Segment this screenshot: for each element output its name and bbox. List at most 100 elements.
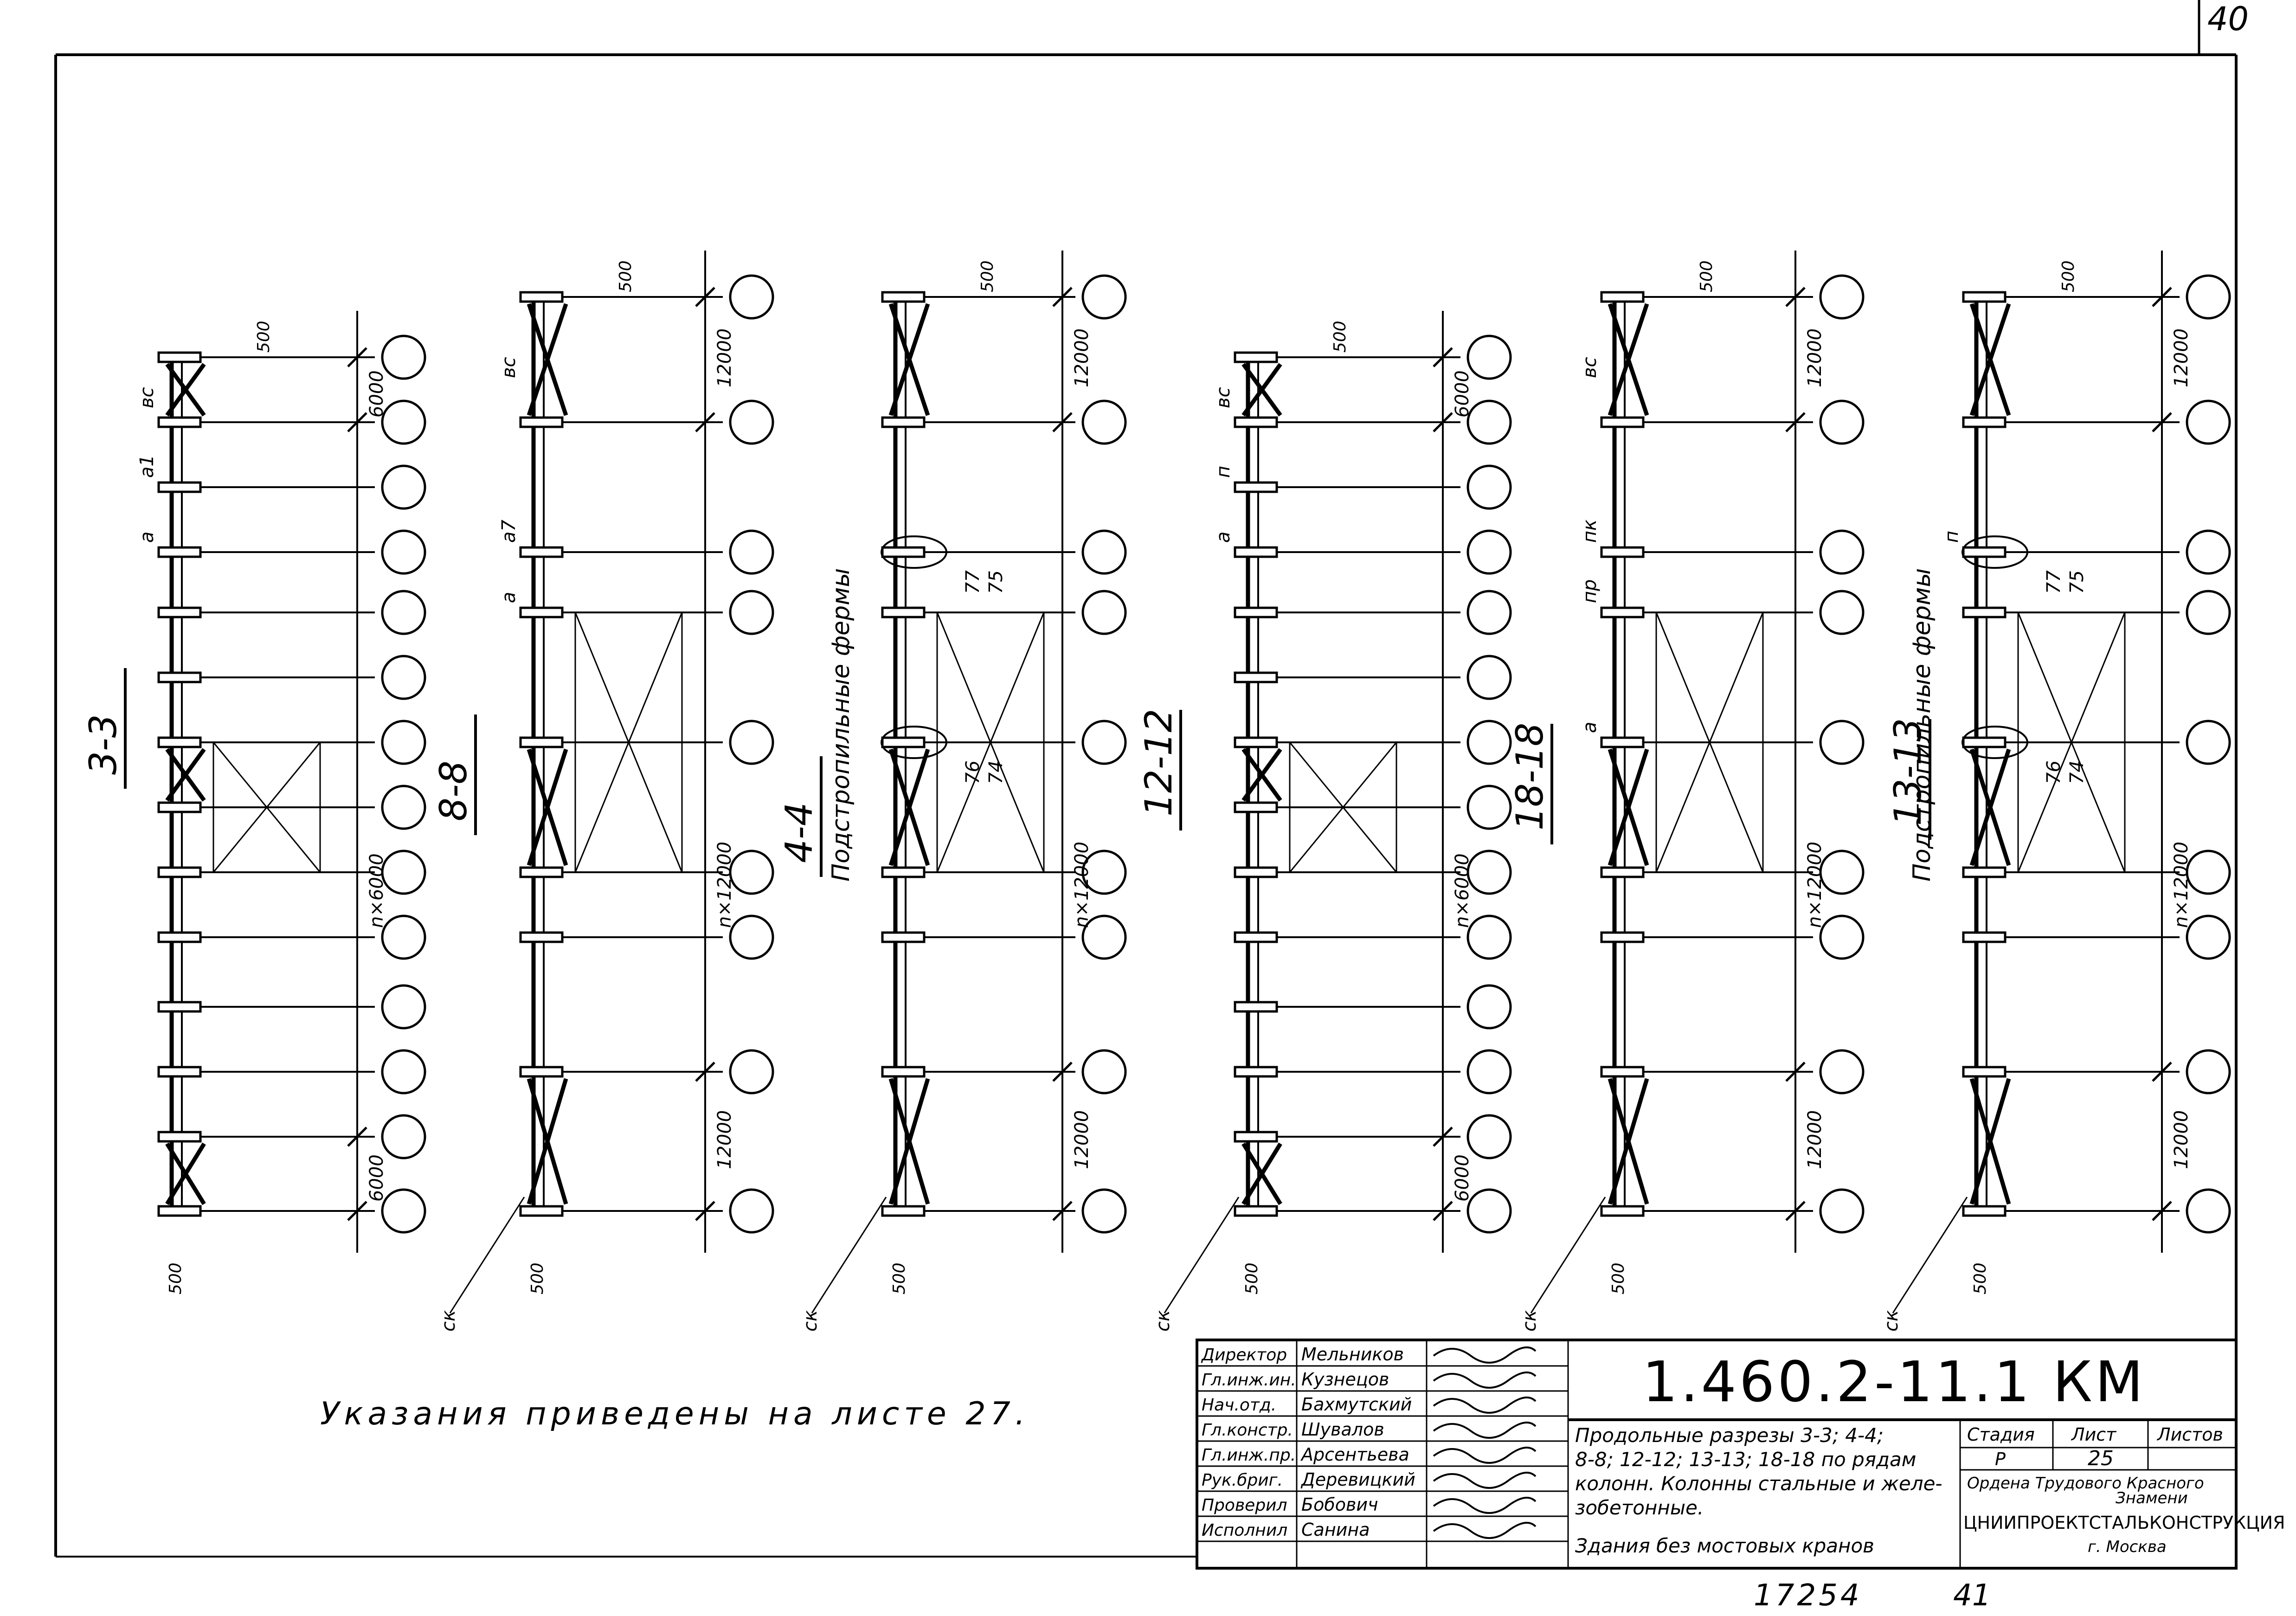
column-bracket [519, 1066, 564, 1078]
dimension-tick [1433, 412, 1453, 432]
axis-circle [1081, 720, 1127, 765]
dimension-tick [1052, 412, 1073, 432]
sheet-number: 25 [2088, 1447, 2114, 1470]
dimension-offset-bottom: 500 [890, 1262, 909, 1294]
section-13-13: 1200012000n×1200050050013-13пскПодстропи… [1881, 251, 2231, 1332]
description-line-5: Здания без мостовых кранов [1575, 1534, 1874, 1557]
description-line-2: 8-8; 12-12; 13-13; 18-18 по рядам [1575, 1448, 1916, 1471]
brace-diagonal [1241, 1142, 1282, 1205]
page-number: 41 [1953, 1578, 1991, 1613]
axis-circle [381, 335, 426, 380]
dimension-tick [2152, 1062, 2172, 1082]
axis-circle [1466, 720, 1512, 765]
column-bracket [157, 931, 202, 943]
truss-callout-ellipse [881, 535, 947, 569]
marker-leader [449, 1197, 525, 1313]
column-bracket [157, 416, 202, 428]
bracing-diagonal [2017, 612, 2126, 873]
column-bracket [519, 866, 564, 878]
section-4-4: 1200012000n×120005005004-4скПодстропильн… [778, 251, 1127, 1332]
axis-circle [1819, 399, 1865, 445]
dimension-end-span-bottom: 6000 [366, 1154, 387, 1202]
column-bracket [1234, 481, 1278, 493]
truss-label: Подстропильные фермы [1908, 568, 1936, 882]
column-bracket [1234, 1205, 1278, 1217]
dimension-offset-top: 500 [1331, 321, 1350, 353]
bracing-diagonal [574, 612, 683, 873]
bracing-panel [1655, 612, 1764, 873]
dimension-offset-bottom: 500 [1971, 1262, 1990, 1294]
column-bracket [1600, 1066, 1645, 1078]
document-code: 1.460.2-11.1 КМ [1642, 1350, 2146, 1415]
brace-diagonal [1969, 303, 2011, 416]
column-bracket [519, 546, 564, 558]
axis-circle [381, 1114, 426, 1159]
column-bracket [1600, 546, 1645, 558]
axis-circle [1466, 785, 1512, 830]
axis-circle [381, 984, 426, 1030]
bracing-diagonal [936, 612, 1045, 873]
dimension-end-span-bottom: 6000 [1452, 1154, 1473, 1202]
column-bracket [519, 416, 564, 428]
marker-leader [1164, 1197, 1240, 1313]
axis-circle [729, 850, 774, 895]
axis-circle [1081, 1188, 1127, 1234]
axis-circle [381, 1049, 426, 1095]
dimension-tick [2152, 412, 2172, 432]
column-bracket [519, 1205, 564, 1217]
column-bracket [157, 1066, 202, 1078]
axis-circle [381, 529, 426, 575]
axis-circle [381, 1188, 426, 1234]
axis-circle [729, 1049, 774, 1095]
column-bracket [1962, 1205, 2007, 1217]
axis-circle [381, 850, 426, 895]
brace-diagonal [1969, 1078, 2011, 1205]
column-bracket [1234, 671, 1278, 683]
column-bracket [1234, 606, 1278, 618]
marker-label: ск [438, 1310, 459, 1332]
dimension-end-span-bottom: 12000 [2171, 1110, 2192, 1169]
column-bracket [1962, 866, 2007, 878]
signature-scribble [1433, 1497, 1537, 1514]
column-bracket [1962, 736, 2007, 748]
bracing-diagonal [1289, 742, 1397, 873]
dimension-tick [1433, 1127, 1453, 1147]
section-label: 18-18 [1508, 723, 1551, 831]
axis-circle [729, 399, 774, 445]
stage-value: Р [1995, 1449, 2006, 1469]
dimension-spacing: n×6000 [366, 853, 387, 928]
axis-circle [1466, 984, 1512, 1030]
column-bracket [881, 1205, 926, 1217]
axis-circle [729, 590, 774, 635]
dimension-offset-top: 500 [1697, 260, 1716, 292]
dimension-tick [2152, 1201, 2172, 1221]
brace-label: вс [1579, 357, 1601, 378]
panel-label: а [136, 531, 158, 543]
axis-circle [1819, 914, 1865, 960]
dimension-end-span-top: 12000 [2171, 328, 2192, 387]
signatory-role: Исполнил [1202, 1521, 1287, 1540]
dimension-offset-top: 500 [2059, 260, 2078, 292]
dimension-tick [1785, 412, 1806, 432]
axis-circle [1466, 590, 1512, 635]
column-bracket [519, 291, 564, 303]
brace-label: вс [1213, 387, 1234, 408]
column-bracket [157, 606, 202, 618]
signatory-role: Гл.констр. [1202, 1421, 1293, 1440]
truss-callout-top-b: 75 [2066, 570, 2088, 594]
column-bracket [1962, 546, 2007, 558]
axis-circle [1466, 1049, 1512, 1095]
section-label: 13-13 [1886, 718, 1929, 826]
bracing-panel [2017, 612, 2126, 873]
section-label: 3-3 [82, 714, 125, 775]
frame [54, 0, 2238, 1568]
dimension-tick [1433, 347, 1453, 367]
city: г. Москва [2088, 1538, 2167, 1556]
signatory-role: Рук.бриг. [1202, 1471, 1283, 1490]
description-line-4: зобетонные. [1575, 1496, 1704, 1519]
axis-circle [2186, 529, 2231, 575]
signatory-role: Гл.инж.ин. [1202, 1371, 1296, 1390]
